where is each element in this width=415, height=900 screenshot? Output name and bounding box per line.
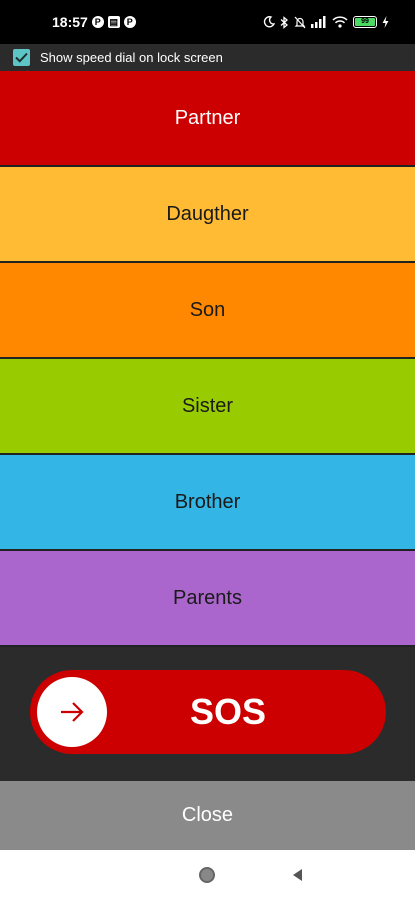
sos-area: SOS [0,661,415,781]
back-triangle-icon[interactable] [291,868,305,882]
status-bar: 18:57 P ▤ P [0,0,415,44]
wifi-icon [332,16,348,28]
contact-daugther-button[interactable]: Daugther [0,167,415,263]
contact-partner-button[interactable]: Partner [0,71,415,167]
p-badge-icon: P [123,16,136,28]
nav-bar [0,850,415,900]
status-time: 18:57 [52,14,88,30]
home-circle-icon[interactable] [198,866,216,884]
contact-parents-button[interactable]: Parents [0,551,415,647]
status-left: 18:57 P ▤ P [52,14,136,30]
close-button[interactable]: Close [0,781,415,850]
contact-sister-button[interactable]: Sister [0,359,415,455]
lock-screen-label: Show speed dial on lock screen [40,50,223,65]
muted-bell-icon [294,16,306,28]
battery-level: 99 [355,18,375,26]
sos-slide-handle[interactable] [37,677,107,747]
lock-screen-row: Show speed dial on lock screen [0,44,415,71]
status-right: 99 [263,14,389,30]
charging-icon [382,16,389,28]
lock-screen-checkbox[interactable] [13,49,30,66]
contact-brother-button[interactable]: Brother [0,455,415,551]
contacts-list: Partner Daugther Son Sister Brother Pare… [0,71,415,647]
battery-icon: 99 [353,16,377,28]
contact-son-button[interactable]: Son [0,263,415,359]
sos-label: SOS [189,691,267,732]
message-icon: ▤ [107,16,120,28]
sos-slider[interactable]: SOS [30,670,386,754]
checkmark-icon [15,52,28,63]
moon-icon [263,16,275,28]
p-badge-icon: P [91,16,104,28]
bluetooth-icon [280,15,288,29]
signal-icon [311,16,326,28]
arrow-right-icon [61,702,84,722]
